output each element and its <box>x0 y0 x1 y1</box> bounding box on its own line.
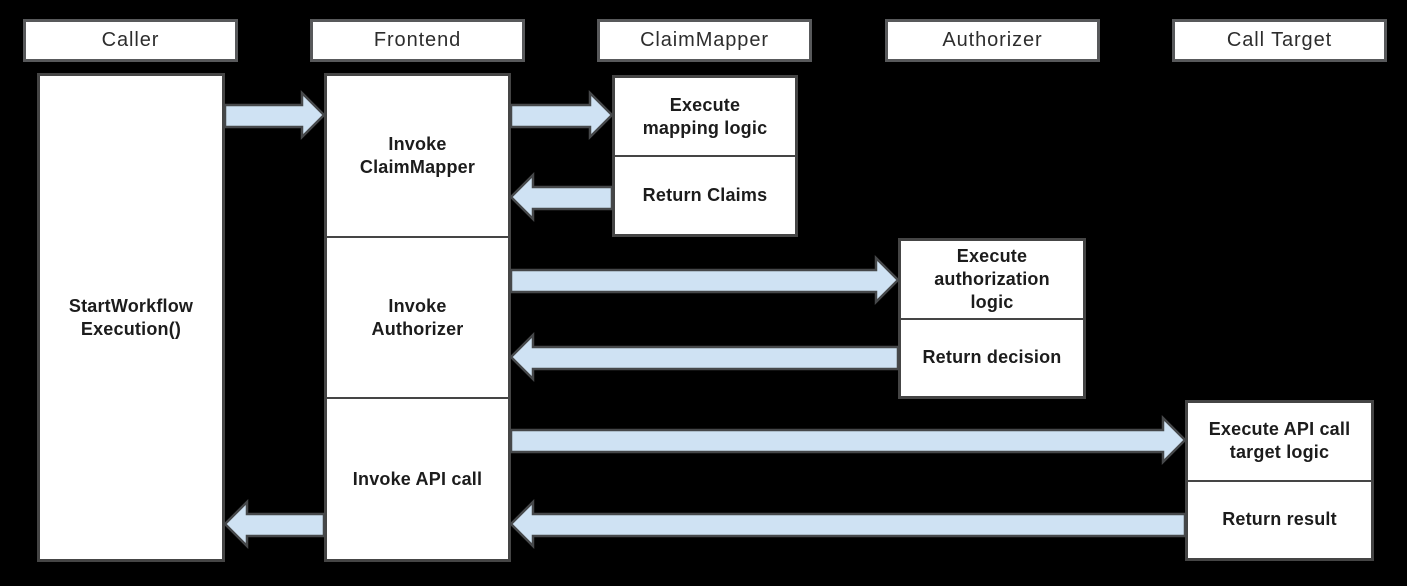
activation-authorizer-return: Return decision <box>901 317 1083 397</box>
lifeline-header-authorizer: Authorizer <box>885 19 1100 62</box>
arrow-frontend-to-caller <box>223 498 326 550</box>
activation-caller: StartWorkflow Execution() <box>37 73 225 562</box>
activation-frontend-invoke-api-call: Invoke API call <box>327 397 508 559</box>
activation-frontend-invoke-authorizer: Invoke Authorizer <box>327 235 508 398</box>
activation-call-target-execute: Execute API call target logic <box>1208 419 1351 463</box>
arrow-caller-to-frontend <box>223 89 326 141</box>
activation-authorizer: Execute authorization logic Return decis… <box>898 238 1086 399</box>
arrow-frontend-to-claimmapper <box>509 89 614 141</box>
lifeline-header-claimmapper: ClaimMapper <box>597 19 812 62</box>
activation-caller-label: StartWorkflow Execution() <box>68 295 194 339</box>
activation-call-target: Execute API call target logic Return res… <box>1185 400 1374 561</box>
lifeline-header-call-target: Call Target <box>1172 19 1387 62</box>
lifeline-header-caller: Caller <box>23 19 238 62</box>
lifeline-header-frontend: Frontend <box>310 19 525 62</box>
arrow-authorizer-to-frontend <box>509 331 900 383</box>
arrow-call-target-to-frontend <box>509 498 1187 550</box>
arrow-frontend-to-authorizer <box>509 254 900 306</box>
activation-claimmapper-return: Return Claims <box>615 155 795 234</box>
activation-frontend-invoke-claimmapper: Invoke ClaimMapper <box>359 133 476 177</box>
arrow-frontend-to-call-target <box>509 414 1187 466</box>
activation-authorizer-execute: Execute authorization logic <box>934 245 1050 312</box>
activation-claimmapper: Execute mapping logic Return Claims <box>612 75 798 237</box>
activation-claimmapper-execute: Execute mapping logic <box>642 94 768 138</box>
activation-frontend: Invoke ClaimMapper Invoke Authorizer Inv… <box>324 73 511 562</box>
activation-call-target-return: Return result <box>1188 479 1371 559</box>
arrow-claimmapper-to-frontend <box>509 171 614 223</box>
